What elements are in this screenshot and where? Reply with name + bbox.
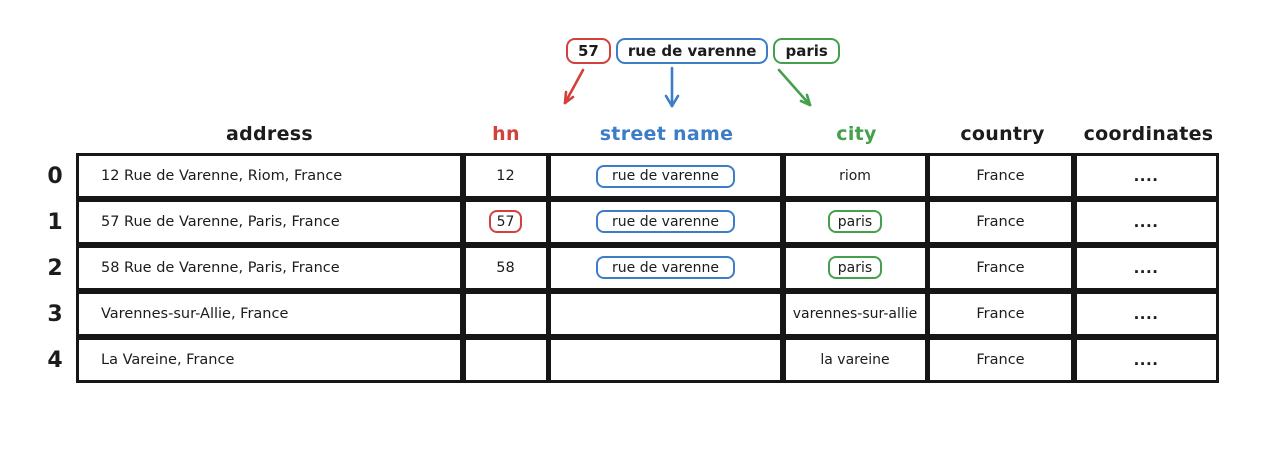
token-hn-box: 57 [566,38,611,64]
cell-hn [462,336,549,383]
cell-street-name: rue de varenne [548,153,783,199]
header-address: address [226,123,313,145]
cell-coordinates: .... [1073,244,1219,291]
cell-address: 57 Rue de Varenne, Paris, France [76,198,463,245]
street-name-chip: rue de varenne [596,210,735,234]
city-value: riom [839,168,871,184]
header-country: country [960,123,1045,145]
cell-street-name [548,336,783,383]
cell-coordinates: .... [1073,153,1219,199]
blue-arrow-icon [664,66,680,108]
cell-hn: 57 [462,198,549,245]
cell-street-name: rue de varenne [548,244,783,291]
city-value: la vareine [820,351,890,368]
cell-country: France [927,198,1074,245]
cell-address: 12 Rue de Varenne, Riom, France [76,153,463,199]
street-name-chip: rue de varenne [596,164,735,188]
cell-city: la vareine [782,336,928,383]
city-value: varennes-sur-allie [792,305,918,322]
cell-street-name: rue de varenne [548,198,783,245]
header-street-name: street name [599,123,734,145]
cell-coordinates: .... [1073,198,1219,245]
cell-hn: 12 [462,153,549,199]
cell-hn: 58 [462,244,549,291]
street-name-chip: rue de varenne [596,256,735,280]
row-index-column: 0 1 2 3 4 [40,153,70,383]
city-chip: paris [827,210,883,234]
header-hn: hn [492,123,520,145]
cell-country: France [927,290,1074,337]
row-index: 0 [47,163,63,189]
token-row: 57 rue de varenne paris [566,38,840,64]
hn-chip: 57 [488,210,523,234]
hn-value: 58 [496,259,515,276]
cell-address: 58 Rue de Varenne, Paris, France [76,244,463,291]
cell-city: riom [782,153,928,199]
header-city: city [836,123,877,145]
address-table: 12 Rue de Varenne, Riom, France 12 rue d… [76,153,1219,383]
cell-city: paris [782,198,928,245]
header-coordinates: coordinates [1083,123,1214,145]
table-header-row: address hn street name city country coor… [76,118,1221,150]
cell-city: paris [782,244,928,291]
red-arrow-icon [563,68,585,105]
table-row: Varennes-sur-Allie, France varennes-sur-… [76,290,1219,337]
table-row: 57 Rue de Varenne, Paris, France 57 rue … [76,198,1219,245]
cell-hn [462,290,549,337]
cell-address: Varennes-sur-Allie, France [76,290,463,337]
cell-country: France [927,336,1074,383]
row-index: 4 [47,347,63,373]
green-arrow-icon [777,68,812,107]
table-row: La Vareine, France la vareine France ...… [76,336,1219,383]
cell-country: France [927,244,1074,291]
cell-coordinates: .... [1073,290,1219,337]
cell-coordinates: .... [1073,336,1219,383]
table-row: 58 Rue de Varenne, Paris, France 58 rue … [76,244,1219,291]
token-street-box: rue de varenne [615,38,769,64]
row-index: 3 [47,301,63,327]
hn-value: 12 [496,168,515,184]
table-row: 12 Rue de Varenne, Riom, France 12 rue d… [76,153,1219,199]
cell-city: varennes-sur-allie [782,290,928,337]
token-city-box: paris [773,38,840,64]
cell-country: France [927,153,1074,199]
city-chip: paris [827,256,883,280]
row-index: 2 [47,255,63,281]
cell-address: La Vareine, France [76,336,463,383]
cell-street-name [548,290,783,337]
row-index: 1 [47,209,63,235]
